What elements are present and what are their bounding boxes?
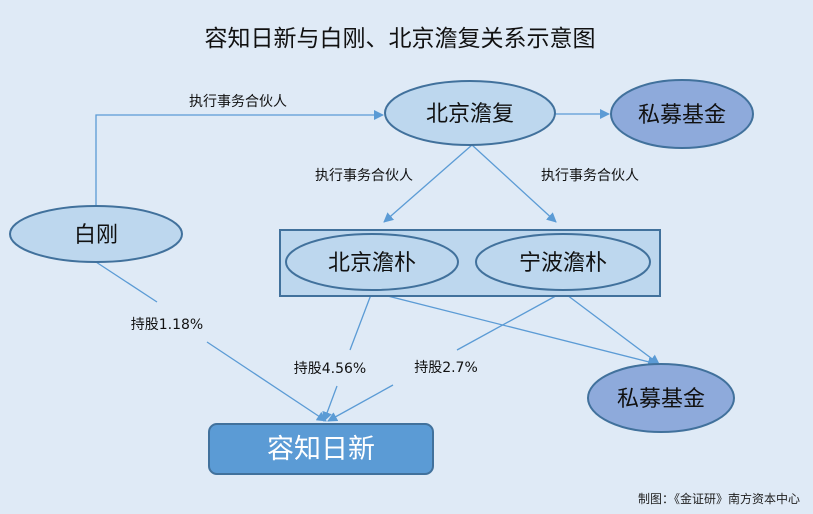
node-private-fund-bottom: 私募基金 bbox=[587, 363, 735, 433]
node-label: 北京澹朴 bbox=[328, 251, 416, 276]
edge-bai-to-rongzhi-a bbox=[95, 261, 158, 303]
node-label: 北京澹复 bbox=[426, 102, 514, 127]
edge-label-bai-gp: 执行事务合伙人 bbox=[189, 94, 287, 110]
edge-nbdp-to-rongzhi-b bbox=[327, 384, 394, 422]
node-private-fund-top: 私募基金 bbox=[610, 79, 754, 149]
edge-nbdp-to-rongzhi-a bbox=[456, 291, 564, 351]
node-label: 私募基金 bbox=[617, 387, 705, 412]
edge-bjdp-to-rongzhi-a bbox=[349, 291, 373, 351]
node-beijing-danfu: 北京澹复 bbox=[384, 80, 556, 146]
node-label: 私募基金 bbox=[638, 103, 726, 128]
edge-bjdp-to-fund bbox=[371, 291, 658, 367]
node-beijing-danpu: 北京澹朴 bbox=[285, 233, 459, 291]
edge-bai-to-danfu bbox=[95, 110, 384, 206]
footer-credit: 制图：《金证研》南方资本中心 bbox=[638, 491, 800, 506]
edge-nbdp-to-fund bbox=[562, 291, 660, 365]
node-ningbo-danpu: 宁波澹朴 bbox=[475, 233, 651, 291]
edge-danfu-to-ningbo-danpu bbox=[471, 144, 557, 223]
edge-label-nbdp-gp: 执行事务合伙人 bbox=[541, 168, 639, 184]
edge-label-bjdp-stake: 持股4.56% bbox=[294, 361, 366, 377]
node-label: 宁波澹朴 bbox=[519, 251, 607, 276]
edge-label-bai-stake: 持股1.18% bbox=[131, 317, 203, 333]
node-label: 容知日新 bbox=[267, 434, 375, 465]
edge-bai-to-rongzhi-b bbox=[206, 341, 327, 422]
diagram-title: 容知日新与白刚、北京澹复关系示意图 bbox=[205, 26, 596, 52]
edge-danfu-to-beijing-danpu bbox=[383, 144, 473, 223]
node-rongzhi-rixin: 容知日新 bbox=[208, 423, 434, 475]
edge-label-nbdp-stake: 持股2.7% bbox=[414, 360, 478, 376]
node-label: 白刚 bbox=[74, 223, 118, 248]
node-bai-gang: 白刚 bbox=[9, 205, 183, 263]
edge-label-bjdp-gp: 执行事务合伙人 bbox=[315, 168, 413, 184]
edge-bjdp-to-rongzhi-b bbox=[322, 385, 338, 422]
